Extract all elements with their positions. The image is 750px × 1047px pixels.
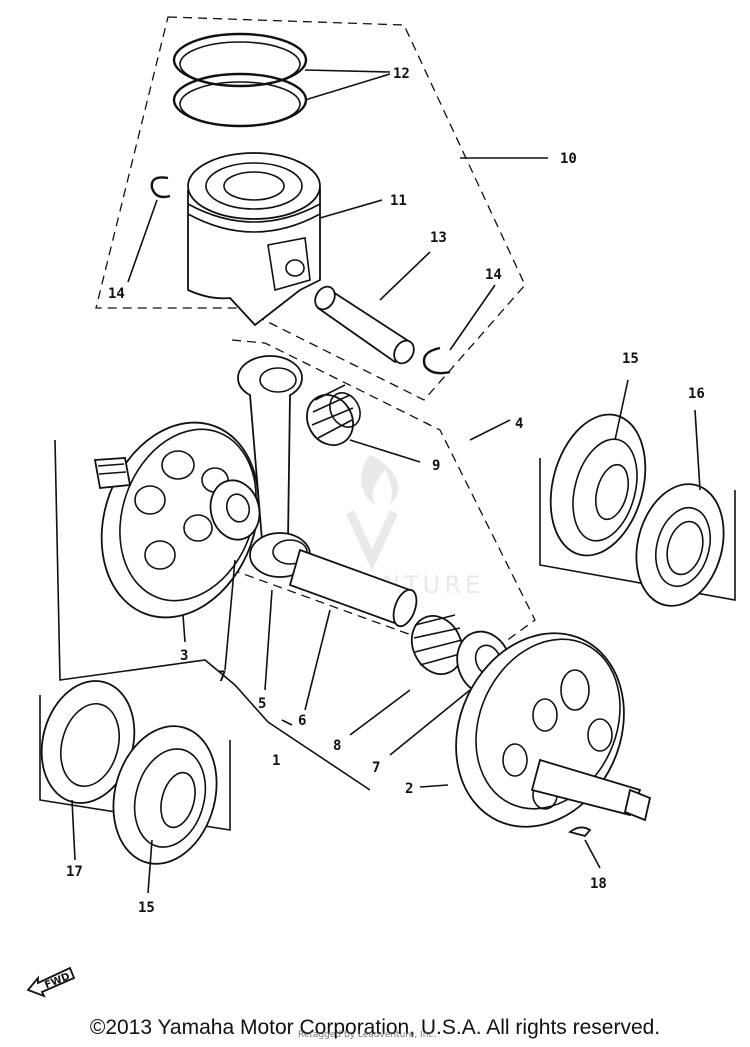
callout-12: 12 <box>393 66 410 82</box>
watermark-subtext: Retagged by Leadventure, Inc. <box>298 1030 437 1040</box>
callout-3: 3 <box>180 648 188 664</box>
woodruff-key <box>568 826 592 838</box>
oil-seal-right <box>635 483 725 607</box>
callout-7-left: 7 <box>218 669 226 685</box>
callout-8: 8 <box>333 738 341 754</box>
piston-rings <box>172 32 308 128</box>
callout-14-left: 14 <box>108 286 125 302</box>
callout-14-right: 14 <box>485 267 502 283</box>
piston-group-outline <box>95 16 526 401</box>
callout-7-right: 7 <box>372 760 380 776</box>
callout-16: 16 <box>688 386 705 402</box>
thrust-washer-left <box>209 479 261 541</box>
copyright-notice: ©2013 Yamaha Motor Corporation, U.S.A. A… <box>89 1016 661 1039</box>
callout-15-right: 15 <box>622 351 639 367</box>
bearing-left <box>112 725 218 865</box>
callout-6: 6 <box>298 713 306 729</box>
callout-15-left: 15 <box>138 900 155 916</box>
callout-11: 11 <box>390 193 407 209</box>
crank-wheel-right <box>455 632 652 828</box>
crankshaft-piston-exploded-diagram: ADVENTURE <box>39 16 736 916</box>
callout-17: 17 <box>66 864 83 880</box>
piston-pin <box>314 285 415 365</box>
circlip-right <box>422 346 451 375</box>
callout-1: 1 <box>272 753 280 769</box>
callout-4: 4 <box>515 416 523 432</box>
small-end-bearing <box>306 384 361 446</box>
crank-pin <box>288 548 412 627</box>
piston <box>187 152 321 327</box>
callout-13: 13 <box>430 230 447 246</box>
big-end-bearing <box>410 614 464 675</box>
bearing-right <box>549 413 647 557</box>
callout-10: 10 <box>560 151 577 167</box>
circlip-left <box>150 176 171 199</box>
callout-18: 18 <box>590 876 607 892</box>
crank-wheel-left <box>93 421 260 619</box>
callout-5: 5 <box>258 696 266 712</box>
forward-arrow-icon: FWD <box>26 966 76 998</box>
callout-9: 9 <box>432 458 440 474</box>
callout-2: 2 <box>405 781 413 797</box>
